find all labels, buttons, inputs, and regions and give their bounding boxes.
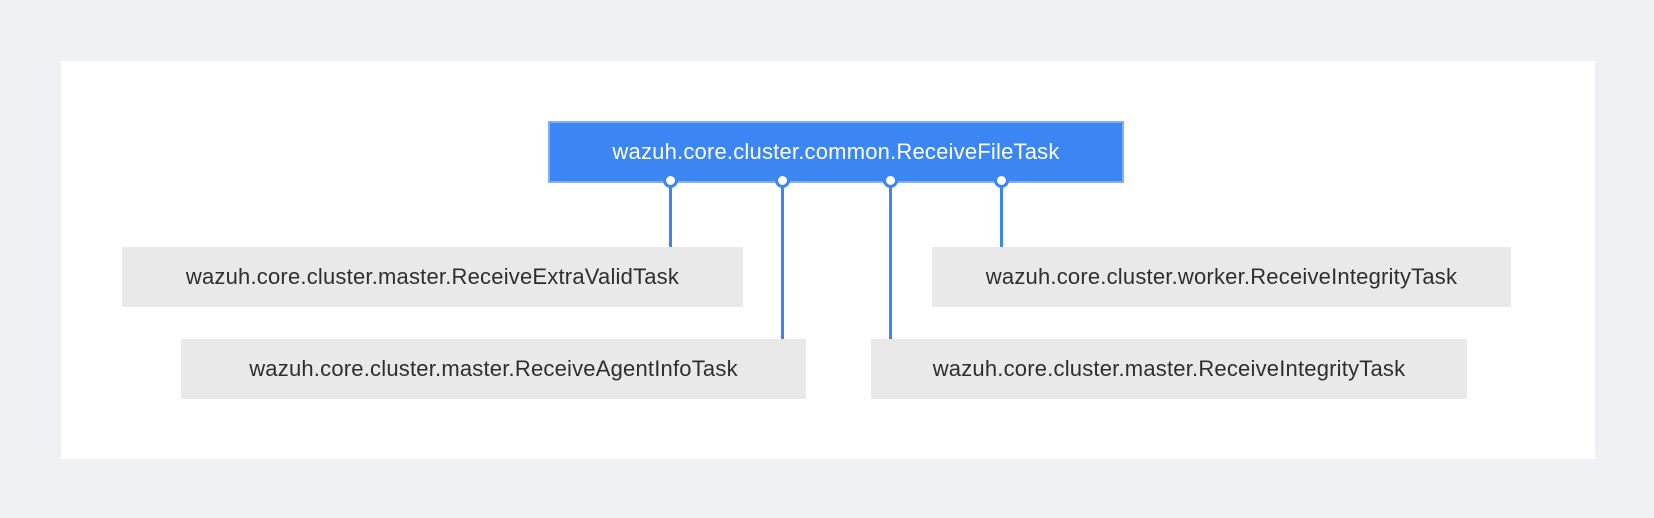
child-class-node-receive-agent-info-task[interactable]: wazuh.core.cluster.master.ReceiveAgentIn…: [181, 339, 806, 399]
child-class-label: wazuh.core.cluster.worker.ReceiveIntegri…: [985, 264, 1458, 289]
child-class-label: wazuh.core.cluster.master.ReceiveAgentIn…: [249, 356, 738, 381]
connector-line-agent-info-task: [781, 181, 784, 339]
connector-dot-agent-info-task: [775, 173, 790, 188]
child-class-node-receive-extra-valid-task[interactable]: wazuh.core.cluster.master.ReceiveExtraVa…: [122, 247, 743, 307]
diagram-canvas: wazuh.core.cluster.common.ReceiveFileTas…: [61, 61, 1595, 459]
child-class-node-worker-receive-integrity-task[interactable]: wazuh.core.cluster.worker.ReceiveIntegri…: [932, 247, 1511, 307]
child-class-node-master-receive-integrity-task[interactable]: wazuh.core.cluster.master.ReceiveIntegri…: [871, 339, 1467, 399]
connector-dot-worker-integrity-task: [994, 173, 1009, 188]
connector-dot-extra-valid-task: [663, 173, 678, 188]
parent-class-label: wazuh.core.cluster.common.ReceiveFileTas…: [612, 139, 1060, 164]
parent-class-node-receive-file-task[interactable]: wazuh.core.cluster.common.ReceiveFileTas…: [548, 121, 1124, 183]
child-class-label: wazuh.core.cluster.master.ReceiveIntegri…: [932, 356, 1406, 381]
connector-dot-master-integrity-task: [883, 173, 898, 188]
child-class-label: wazuh.core.cluster.master.ReceiveExtraVa…: [185, 264, 680, 289]
connector-line-master-integrity-task: [889, 181, 892, 339]
connector-line-worker-integrity-task: [1000, 181, 1003, 247]
connector-line-extra-valid-task: [669, 181, 672, 247]
